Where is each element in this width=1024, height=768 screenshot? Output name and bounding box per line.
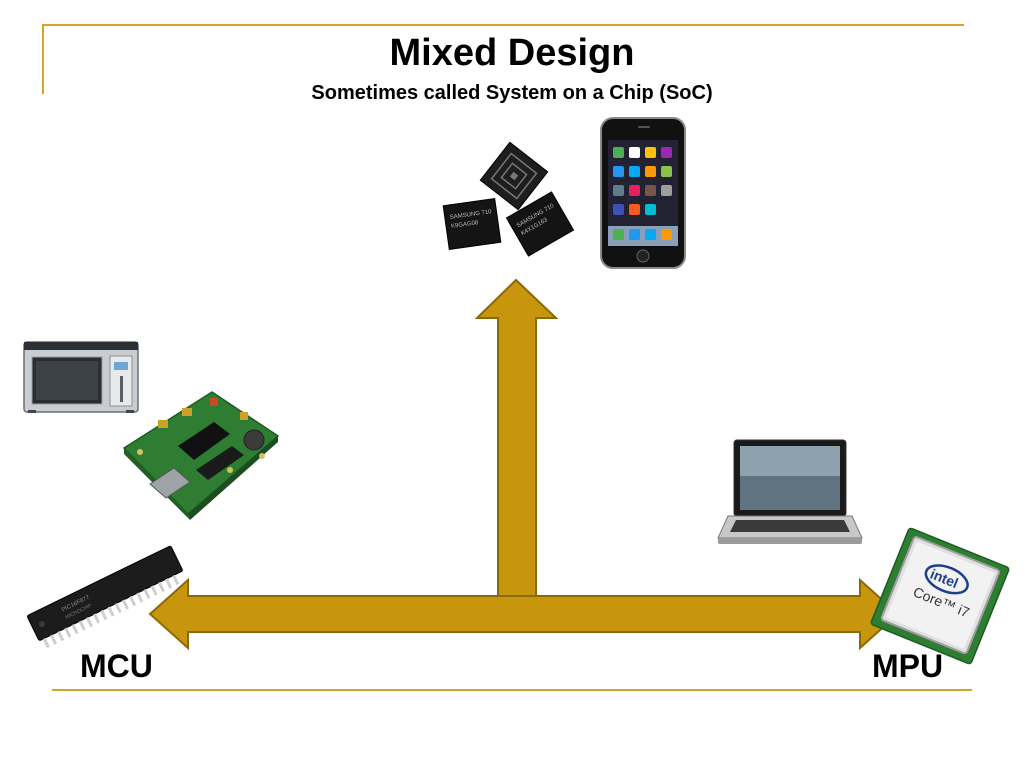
mcu-label: MCU	[80, 648, 153, 684]
mpu-label: MPU	[872, 648, 944, 684]
slide-subtitle: Sometimes called System on a Chip (SoC)	[311, 82, 713, 104]
smartphone-icon	[600, 117, 686, 269]
cpu-processor-icon: intel Core™ i7	[870, 527, 1010, 665]
bga-chips-icon: SAMSUNG 710 K9GAG08 SAMSUNG 710 K4X1G163	[442, 141, 575, 257]
left-rule	[42, 24, 44, 94]
bottom-rule	[52, 689, 972, 691]
top-rule	[42, 24, 964, 26]
bga-left-text-1: SAMSUNG 710	[450, 209, 493, 221]
dip-microcontroller-icon: PIC16F877 MICROCHIP	[27, 545, 183, 649]
bga-left-text-2: K9GAG08	[451, 220, 480, 230]
microwave-icon	[23, 341, 139, 413]
slide-title: Mixed Design	[389, 32, 635, 74]
vertical-arrow	[474, 278, 559, 597]
laptop-icon	[717, 439, 863, 544]
circuit-board-icon	[122, 391, 280, 520]
